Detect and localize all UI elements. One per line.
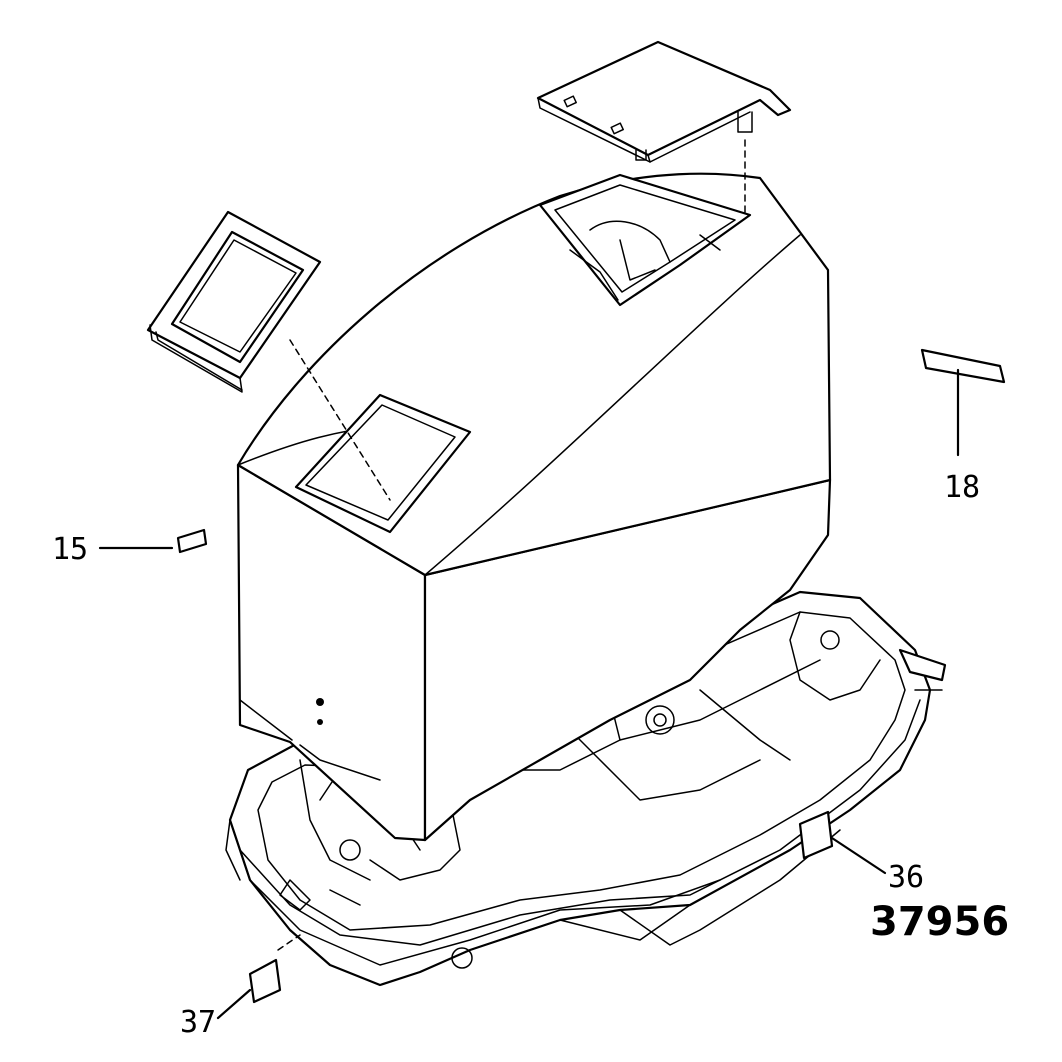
decal-15: [98, 528, 208, 554]
callout-36: 36: [888, 860, 924, 895]
decal-18: [920, 348, 1006, 457]
top-cowl: [236, 172, 832, 842]
intake-seal: [146, 210, 391, 501]
callout-18: 18: [944, 470, 980, 505]
decal-37: [216, 934, 301, 1020]
drawing-number: 37956: [870, 899, 1009, 945]
callout-37: 37: [180, 1005, 216, 1040]
access-cover: [536, 40, 792, 216]
decal-36: [798, 810, 887, 875]
callout-15: 15: [52, 532, 88, 567]
